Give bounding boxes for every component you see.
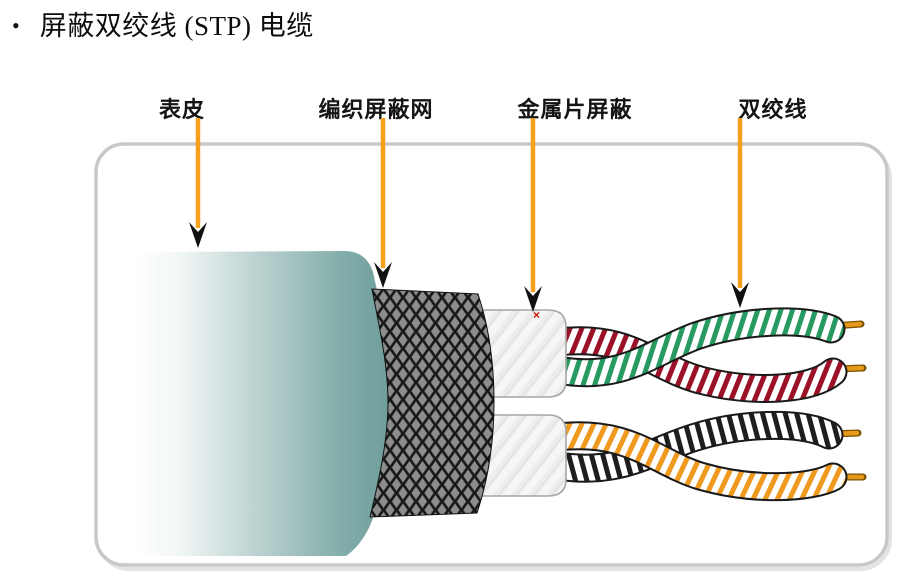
label-foil-shield: 金属片屏蔽 — [517, 97, 633, 122]
cable-jacket — [136, 251, 390, 556]
label-twisted-pair: 双绞线 — [738, 97, 808, 122]
wire-black-white — [543, 410, 844, 483]
arrow-jacket — [189, 118, 207, 248]
slide-title: 屏蔽双绞线 (STP) 电缆 — [39, 11, 314, 41]
wire-green-white — [543, 307, 846, 388]
braided-shield-mesh — [369, 288, 495, 518]
arrow-twisted-pair — [731, 118, 749, 308]
arrow-braided-shield — [374, 118, 392, 288]
wire-maroon-white — [543, 326, 848, 403]
arrow-foil-shield — [524, 118, 542, 312]
red-x-artifact: × — [533, 308, 540, 322]
label-braided-shield: 编织屏蔽网 — [318, 97, 434, 122]
slide-title-row: • 屏蔽双绞线 (STP) 电缆 — [12, 8, 314, 44]
bullet-icon: • — [12, 13, 20, 38]
wire-orange-white — [543, 421, 848, 502]
label-jacket: 表皮 — [158, 97, 206, 122]
